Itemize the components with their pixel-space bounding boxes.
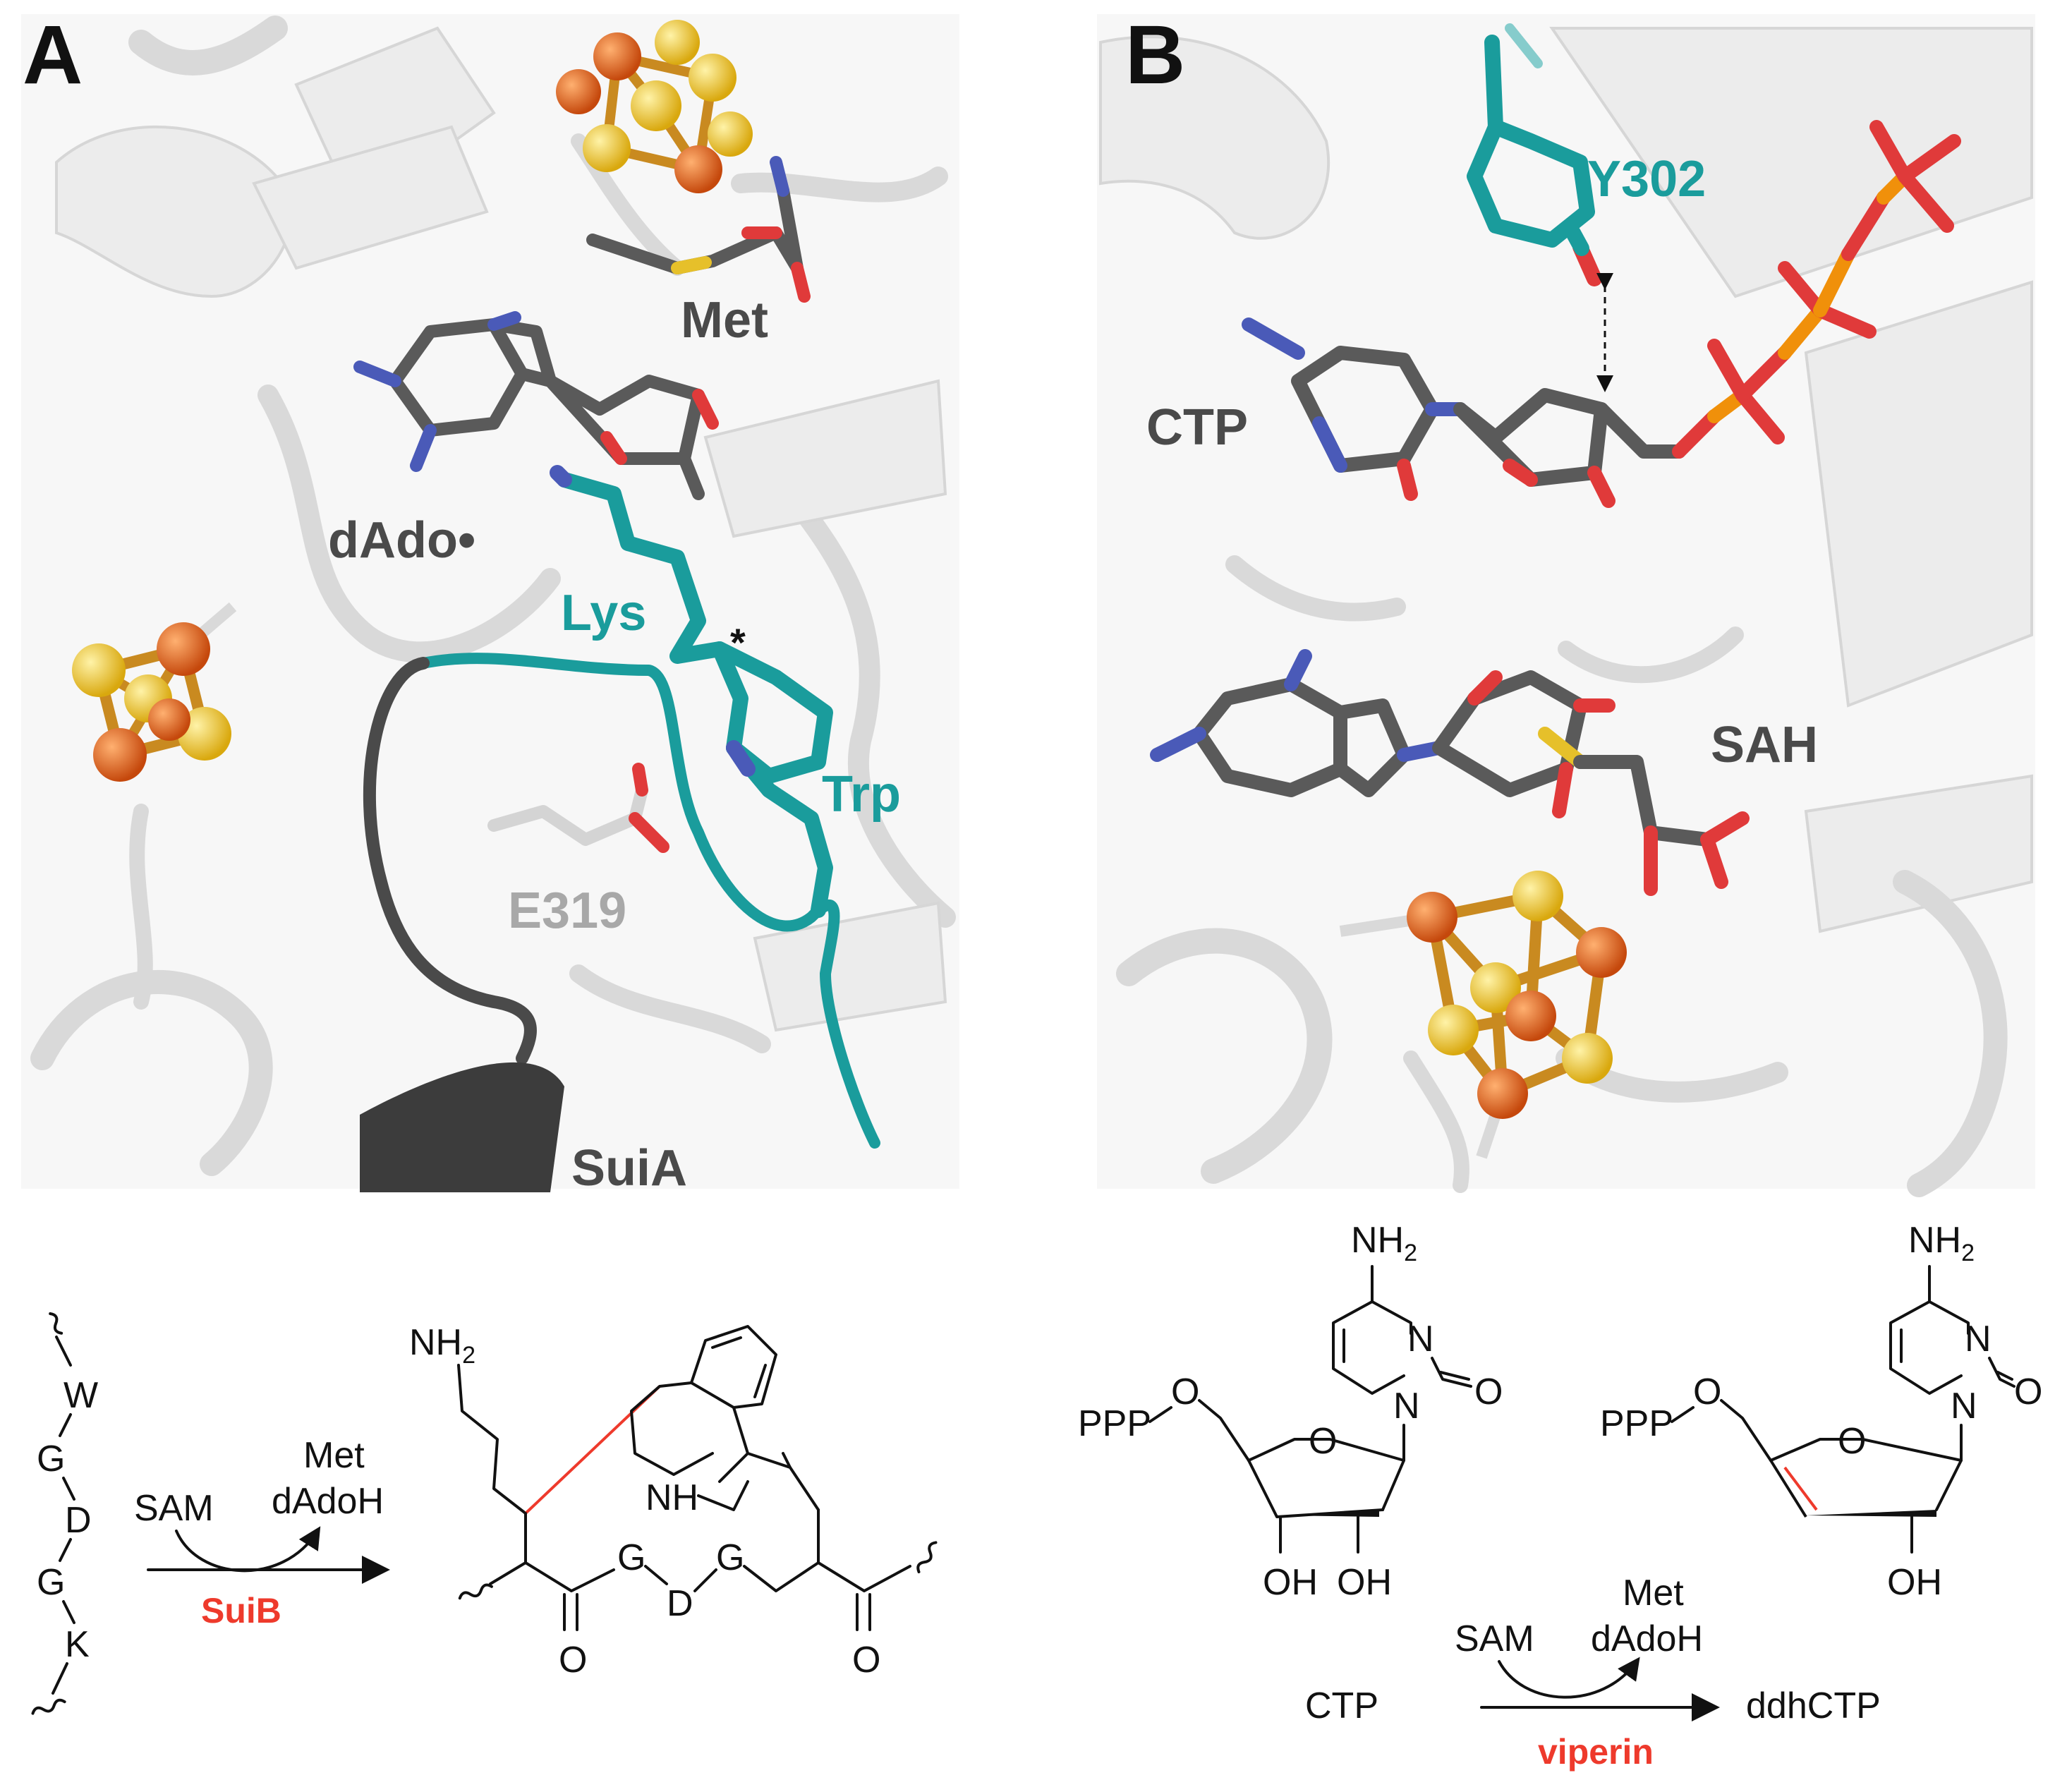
fe-s-cluster-top — [556, 20, 753, 193]
seq-residue: G — [37, 1562, 65, 1603]
seq-residue: K — [65, 1624, 90, 1665]
wavy-bond-icon — [49, 1312, 63, 1335]
product-dadoh: dAdoH — [1591, 1618, 1703, 1659]
nh2-label: NH2 — [1908, 1220, 1975, 1266]
substrate-ctp: CTP — [1305, 1685, 1378, 1726]
oh-label: OH — [1263, 1562, 1318, 1603]
e319-residue — [487, 763, 669, 853]
o5-label: O — [1171, 1372, 1199, 1412]
label-sah: SAH — [1711, 717, 1818, 773]
product-met: Met — [303, 1435, 365, 1476]
ring-o: O — [1309, 1421, 1337, 1462]
label-ctp: CTP — [1146, 399, 1248, 456]
panel-b-scheme: NH2 N O N PPP O O OH OH NH2 N O N PPP — [1078, 1220, 2042, 1772]
enzyme-viperin: viperin — [1538, 1732, 1654, 1772]
panel-b-letter: B — [1125, 8, 1185, 102]
reagent-sam: SAM — [134, 1488, 214, 1529]
label-trp: Trp — [822, 766, 901, 823]
protein-ribbons-b — [1099, 27, 2033, 1197]
ring-n: N — [1965, 1319, 1992, 1360]
peptide-loop-teal — [418, 653, 880, 1149]
panel-b-structure: B Y302 CTP SAH — [1097, 8, 2035, 1197]
fe-s-cluster-b — [1339, 871, 1627, 1159]
oh-label: OH — [1337, 1562, 1392, 1603]
protein-ribbons-a — [30, 16, 956, 1176]
dado-molecule — [353, 311, 719, 500]
suia-helix — [360, 657, 564, 1192]
label-dado: dAdo• — [328, 512, 475, 569]
ring-n1: N — [1951, 1386, 1977, 1427]
nh2-label: NH2 — [1351, 1220, 1417, 1266]
label-e319: E319 — [508, 883, 626, 939]
product-ddhctp: ddhCTP — [1746, 1685, 1881, 1726]
seq-residue: G — [37, 1439, 65, 1479]
ctp-molecule — [1242, 120, 1961, 508]
panel-a-letter: A — [23, 8, 83, 102]
panel-a-scheme: W G D G K SAM Met dAdoH SuiB NH2 O G D G — [31, 1312, 938, 1715]
label-y302: Y302 — [1587, 151, 1706, 207]
ppp-label: PPP — [1078, 1403, 1151, 1444]
wavy-bond-icon — [916, 1541, 938, 1573]
residue-d: D — [667, 1583, 693, 1624]
product-met: Met — [1623, 1573, 1684, 1614]
label-lys: Lys — [561, 585, 646, 641]
ring-n1: N — [1393, 1386, 1420, 1427]
y302-residue — [1467, 23, 1602, 286]
reagent-sam: SAM — [1455, 1618, 1534, 1659]
ppp-label: PPP — [1600, 1403, 1673, 1444]
wavy-bond-icon — [458, 1583, 493, 1600]
label-star: * — [730, 620, 746, 665]
carbonyl-o: O — [2014, 1372, 2042, 1412]
o5-label: O — [1693, 1372, 1721, 1412]
seq-residue: D — [65, 1500, 92, 1541]
residue-g: G — [617, 1537, 645, 1578]
met-molecule — [586, 156, 811, 303]
curved-arrow-icon — [1498, 1657, 1640, 1699]
nh2-label: NH2 — [409, 1322, 475, 1369]
seq-residue: W — [63, 1375, 98, 1416]
trp-residue — [712, 641, 833, 918]
label-met: Met — [681, 292, 768, 349]
carbonyl-o: O — [852, 1640, 880, 1681]
enzyme-suib: SuiB — [201, 1591, 281, 1630]
panel-a-structure: A Met dAdo• Lys * Trp E319 SuiA — [21, 8, 959, 1197]
label-suia: SuiA — [571, 1140, 687, 1197]
residue-g: G — [716, 1537, 744, 1578]
carbonyl-o: O — [1474, 1372, 1503, 1412]
indole-nh: NH — [645, 1477, 698, 1518]
fe-s-cluster-left — [72, 602, 237, 782]
lys-residue — [550, 465, 727, 664]
product-dadoh: dAdoH — [272, 1481, 384, 1522]
curved-arrow-icon — [175, 1526, 321, 1573]
wavy-bond-icon — [31, 1698, 66, 1715]
oh-label: OH — [1887, 1562, 1942, 1603]
carbonyl-o: O — [559, 1640, 587, 1681]
ring-n: N — [1407, 1319, 1434, 1360]
ring-o: O — [1838, 1421, 1866, 1462]
sah-molecule — [1150, 649, 1750, 896]
